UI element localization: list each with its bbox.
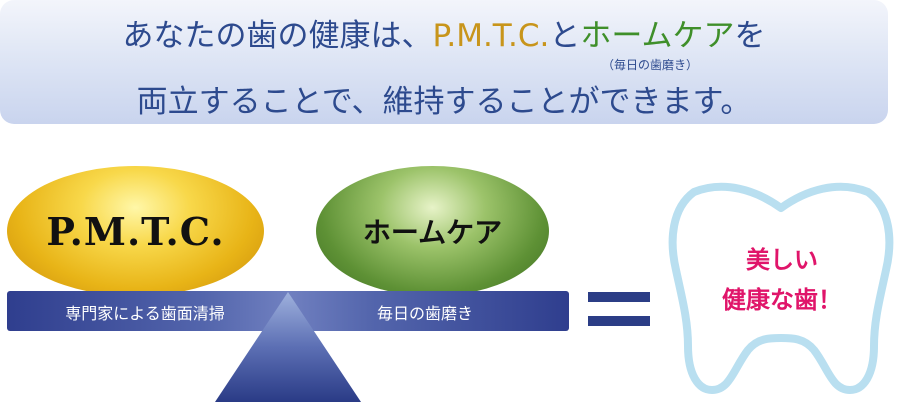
- homecare-label: ホームケア: [362, 216, 503, 249]
- headline-to: と: [549, 18, 581, 54]
- headline-line-1: あなたの歯の健康は、P.M.T.C.とホームケアを: [0, 10, 888, 55]
- tooth-icon: [668, 182, 894, 394]
- headline-suffix: を: [734, 18, 766, 54]
- headline-banner: [0, 0, 888, 124]
- pmtc-label: P.M.T.C.: [46, 208, 225, 254]
- headline-homecare: ホームケア: [580, 18, 735, 54]
- homecare-note: （毎日の歯磨き）: [602, 58, 699, 72]
- beam-right-text: 毎日の歯磨き: [376, 304, 473, 323]
- homecare-ellipse: ホームケア: [316, 166, 549, 296]
- pmtc-ellipse: P.M.T.C.: [7, 166, 264, 296]
- equals-bar-bottom: [588, 316, 650, 326]
- result-line-2: 健康な歯！: [722, 286, 842, 314]
- result-line-1: 美しい: [746, 246, 818, 274]
- headline-pmtc: P.M.T.C.: [432, 18, 550, 54]
- headline-line-2: 両立することで、維持することができます。: [136, 84, 752, 120]
- fulcrum-triangle: [215, 292, 361, 402]
- equals-sign: [588, 292, 650, 328]
- equals-bar-top: [588, 292, 650, 302]
- headline-prefix: あなたの歯の健康は、: [122, 18, 433, 54]
- beam-left-text: 専門家による歯面清掃: [65, 304, 225, 323]
- result-text: 美しい 健康な歯！: [692, 240, 872, 320]
